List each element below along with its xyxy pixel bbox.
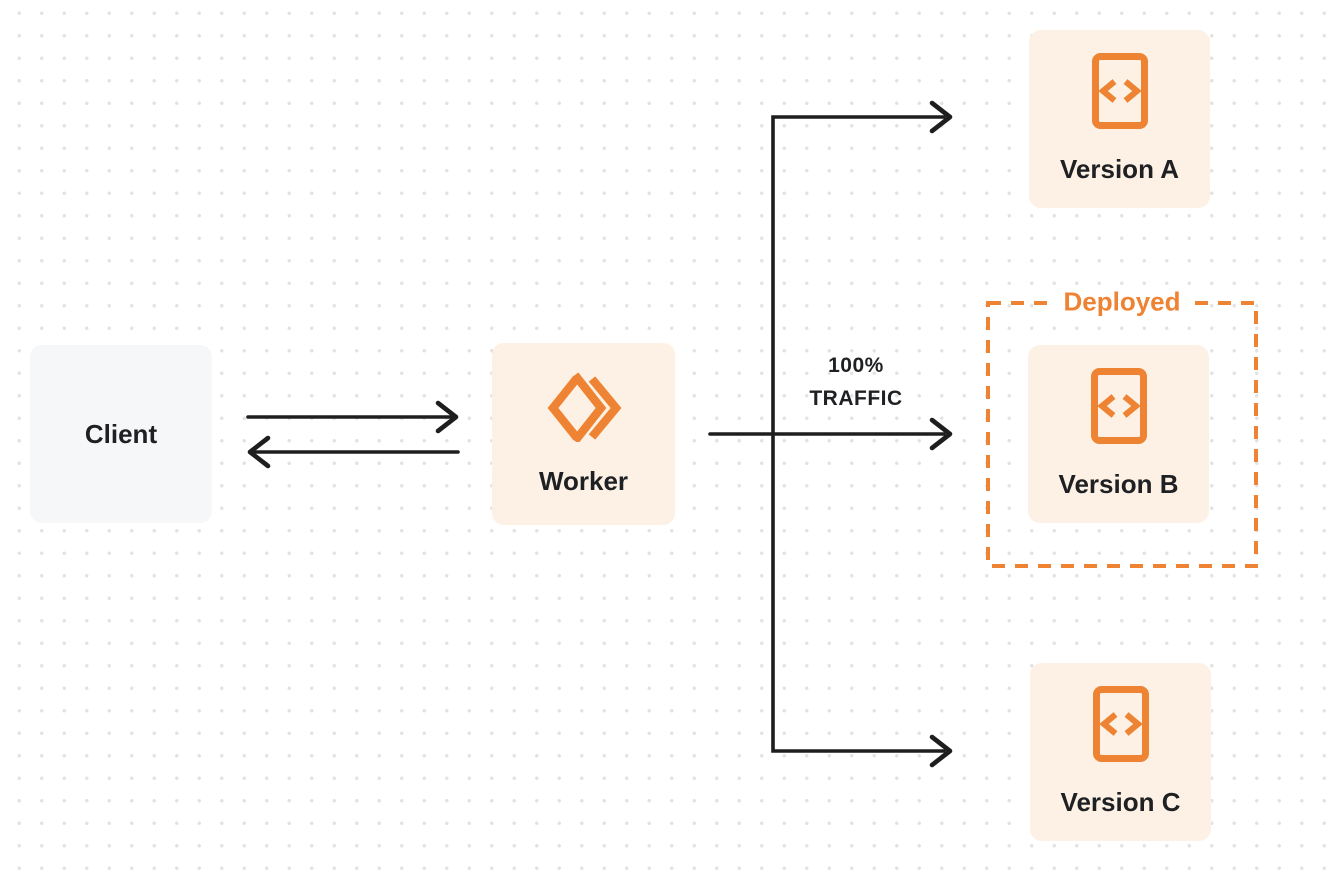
traffic-label: 100% TRAFFIC	[809, 349, 902, 415]
workers-double-chevron-icon	[547, 371, 621, 442]
arrow-branch-to-version-c	[929, 734, 953, 768]
worker-node: Worker	[492, 343, 675, 525]
version-c-label: Version C	[1060, 787, 1181, 817]
client-label: Client	[84, 418, 158, 449]
traffic-label-line2: TRAFFIC	[809, 387, 903, 410]
arrow-worker-to-client	[247, 435, 460, 469]
version-b-label: Version B	[1058, 469, 1179, 499]
traffic-label-line1: 100%	[828, 354, 884, 377]
version-a-node: Version A	[1029, 30, 1210, 208]
arrow-worker-to-version-b	[708, 417, 953, 451]
client-node: Client	[30, 345, 212, 523]
version-a-label: Version A	[1060, 154, 1179, 184]
version-b-node: Version B	[1028, 345, 1209, 523]
version-c-node: Version C	[1030, 663, 1211, 841]
deployed-group-box	[986, 301, 1258, 568]
arrow-branch-to-version-a	[929, 100, 953, 134]
code-file-icon	[1091, 53, 1148, 129]
branch-line	[771, 115, 946, 753]
code-file-icon	[1092, 686, 1149, 762]
arrow-client-to-worker	[246, 400, 459, 434]
worker-label: Worker	[538, 465, 629, 496]
code-file-icon	[1090, 368, 1147, 444]
deployed-label: Deployed	[1050, 286, 1194, 318]
